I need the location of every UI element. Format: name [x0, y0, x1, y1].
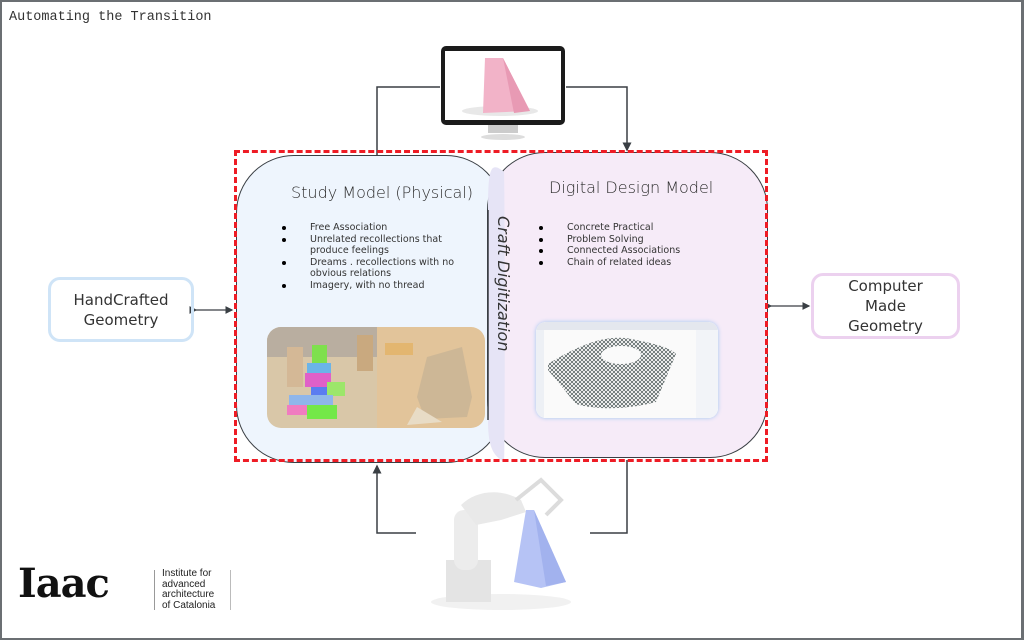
- digital-model-bullets: Concrete Practical Problem Solving Conne…: [537, 222, 737, 268]
- physical-model-photo: [267, 327, 485, 428]
- computer-made-geometry-node: Computer Made Geometry: [811, 273, 960, 339]
- computer-line3: Geometry: [848, 317, 923, 335]
- handcrafted-geometry-node: HandCrafted Geometry: [48, 277, 194, 342]
- study-model-bullets: Free Association Unrelated recollections…: [280, 222, 480, 291]
- dashed-group-border: [234, 150, 768, 462]
- monitor-image: [440, 45, 566, 140]
- digital-bullet: Chain of related ideas: [537, 257, 737, 269]
- robot-arm-image: [416, 470, 586, 620]
- connector-monitor-to-digital: [566, 86, 632, 152]
- digital-bullet: Connected Associations: [537, 245, 737, 257]
- study-bullet: Imagery, with no thread: [280, 280, 480, 292]
- handcrafted-line2: Geometry: [83, 310, 159, 329]
- logo-text: Institute for advanced architecture of C…: [162, 568, 216, 611]
- logo-divider: [154, 570, 155, 610]
- logo-divider-right: [230, 570, 231, 610]
- page-title: Automating the Transition: [9, 10, 212, 25]
- connector-robot-to-study: [372, 464, 416, 534]
- handcrafted-line1: HandCrafted: [73, 290, 169, 309]
- digital-bullet: Problem Solving: [537, 234, 737, 246]
- study-bullet: Free Association: [280, 222, 480, 234]
- computer-line1: Computer: [848, 277, 923, 295]
- study-model-heading: Study Model (Physical): [291, 183, 473, 202]
- study-bullet: Unrelated recollections that produce fee…: [280, 234, 480, 257]
- cad-screenshot: [536, 322, 718, 418]
- connector-study-to-monitor: [376, 86, 440, 155]
- digital-model-heading: Digital Design Model: [549, 178, 714, 197]
- craft-digitization-label: Craft Digitization: [494, 216, 513, 352]
- logo-mark: Iaac: [18, 560, 110, 607]
- connector-digital-to-robot: [590, 460, 628, 534]
- digital-bullet: Concrete Practical: [537, 222, 737, 234]
- study-bullet: Dreams . recollections with no obvious r…: [280, 257, 480, 280]
- computer-line2: Made: [865, 297, 906, 315]
